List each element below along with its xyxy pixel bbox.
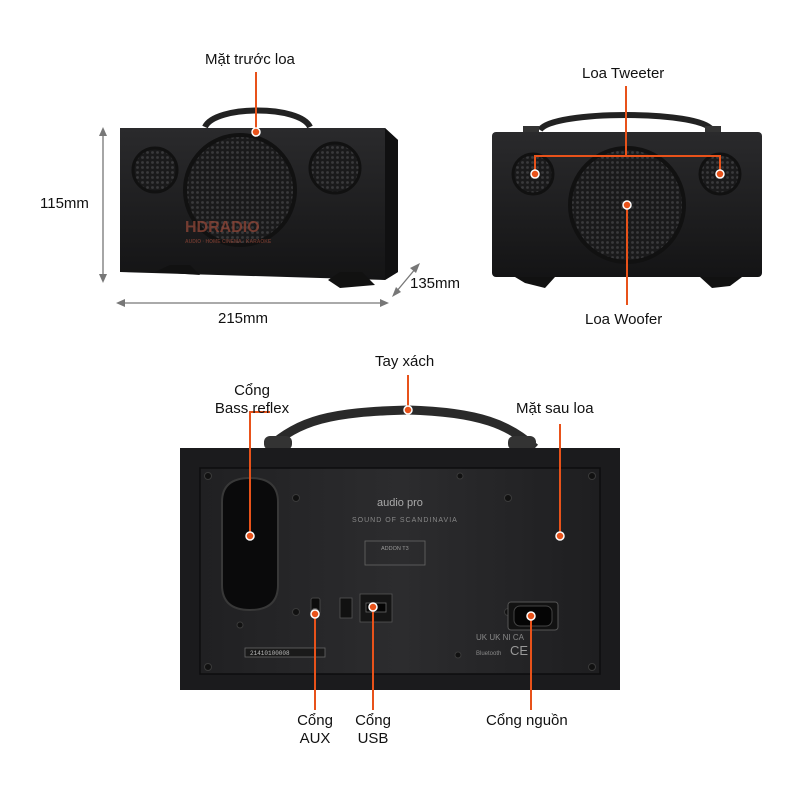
tweeter-left (131, 146, 179, 194)
brand-text: audio pro (377, 497, 423, 509)
bluetooth-text: Bluetooth (476, 651, 501, 657)
label-bass-reflex-line1: Cổng (234, 382, 270, 399)
label-bass-reflex: Cổng Bass reflex (207, 382, 297, 418)
tagline-text: SOUND OF SCANDINAVIA (352, 517, 458, 524)
tweeter-right (308, 141, 362, 195)
label-power: Cổng nguồn (486, 712, 568, 729)
label-usb-line2: USB (357, 730, 389, 747)
rear-speaker-view: audio pro SOUND OF SCANDINAVIA ADDON T3 … (180, 405, 620, 690)
callout-line-bass (249, 411, 270, 534)
rear-handle (265, 405, 539, 452)
callout-tweeter-bracket (534, 155, 721, 172)
watermark: HDRADIO (185, 219, 260, 236)
front-speaker-view: HDRADIO AUDIO · HOME CINEMA · KARAOKE (120, 107, 398, 288)
label-bass-reflex-line2: Bass reflex (214, 400, 290, 417)
label-handle: Tay xách (375, 353, 435, 370)
watermark-sub: AUDIO · HOME CINEMA · KARAOKE (185, 239, 272, 245)
depth-arrow (395, 267, 417, 293)
label-rear-face: Mặt sau loa (516, 400, 594, 417)
woofer-front (183, 133, 297, 247)
label-dim-depth: 135mm (410, 275, 461, 292)
label-aux-line2: AUX (299, 730, 331, 747)
label-dim-height: 115mm (40, 195, 89, 212)
label-aux-line1: Cổng (297, 712, 333, 729)
callouts (245, 72, 725, 710)
label-aux: Cổng AUX (285, 712, 345, 748)
ce-mark: CE (510, 643, 528, 658)
front-handle (202, 107, 313, 129)
label-dim-width: 215mm (218, 310, 269, 327)
label-usb-line1: Cổng (355, 712, 391, 729)
serial-text: 21410100008 (250, 650, 290, 657)
label-front-face: Mặt trước loa (205, 51, 295, 68)
region-text: UK UK NI CA (476, 633, 525, 642)
model-text: ADDON T3 (381, 546, 409, 552)
dimension-arrows (99, 127, 420, 307)
bass-reflex-port (221, 476, 279, 612)
label-woofer: Loa Woofer (585, 311, 663, 328)
label-tweeter: Loa Tweeter (582, 65, 665, 82)
label-usb: Cổng USB (343, 712, 403, 748)
